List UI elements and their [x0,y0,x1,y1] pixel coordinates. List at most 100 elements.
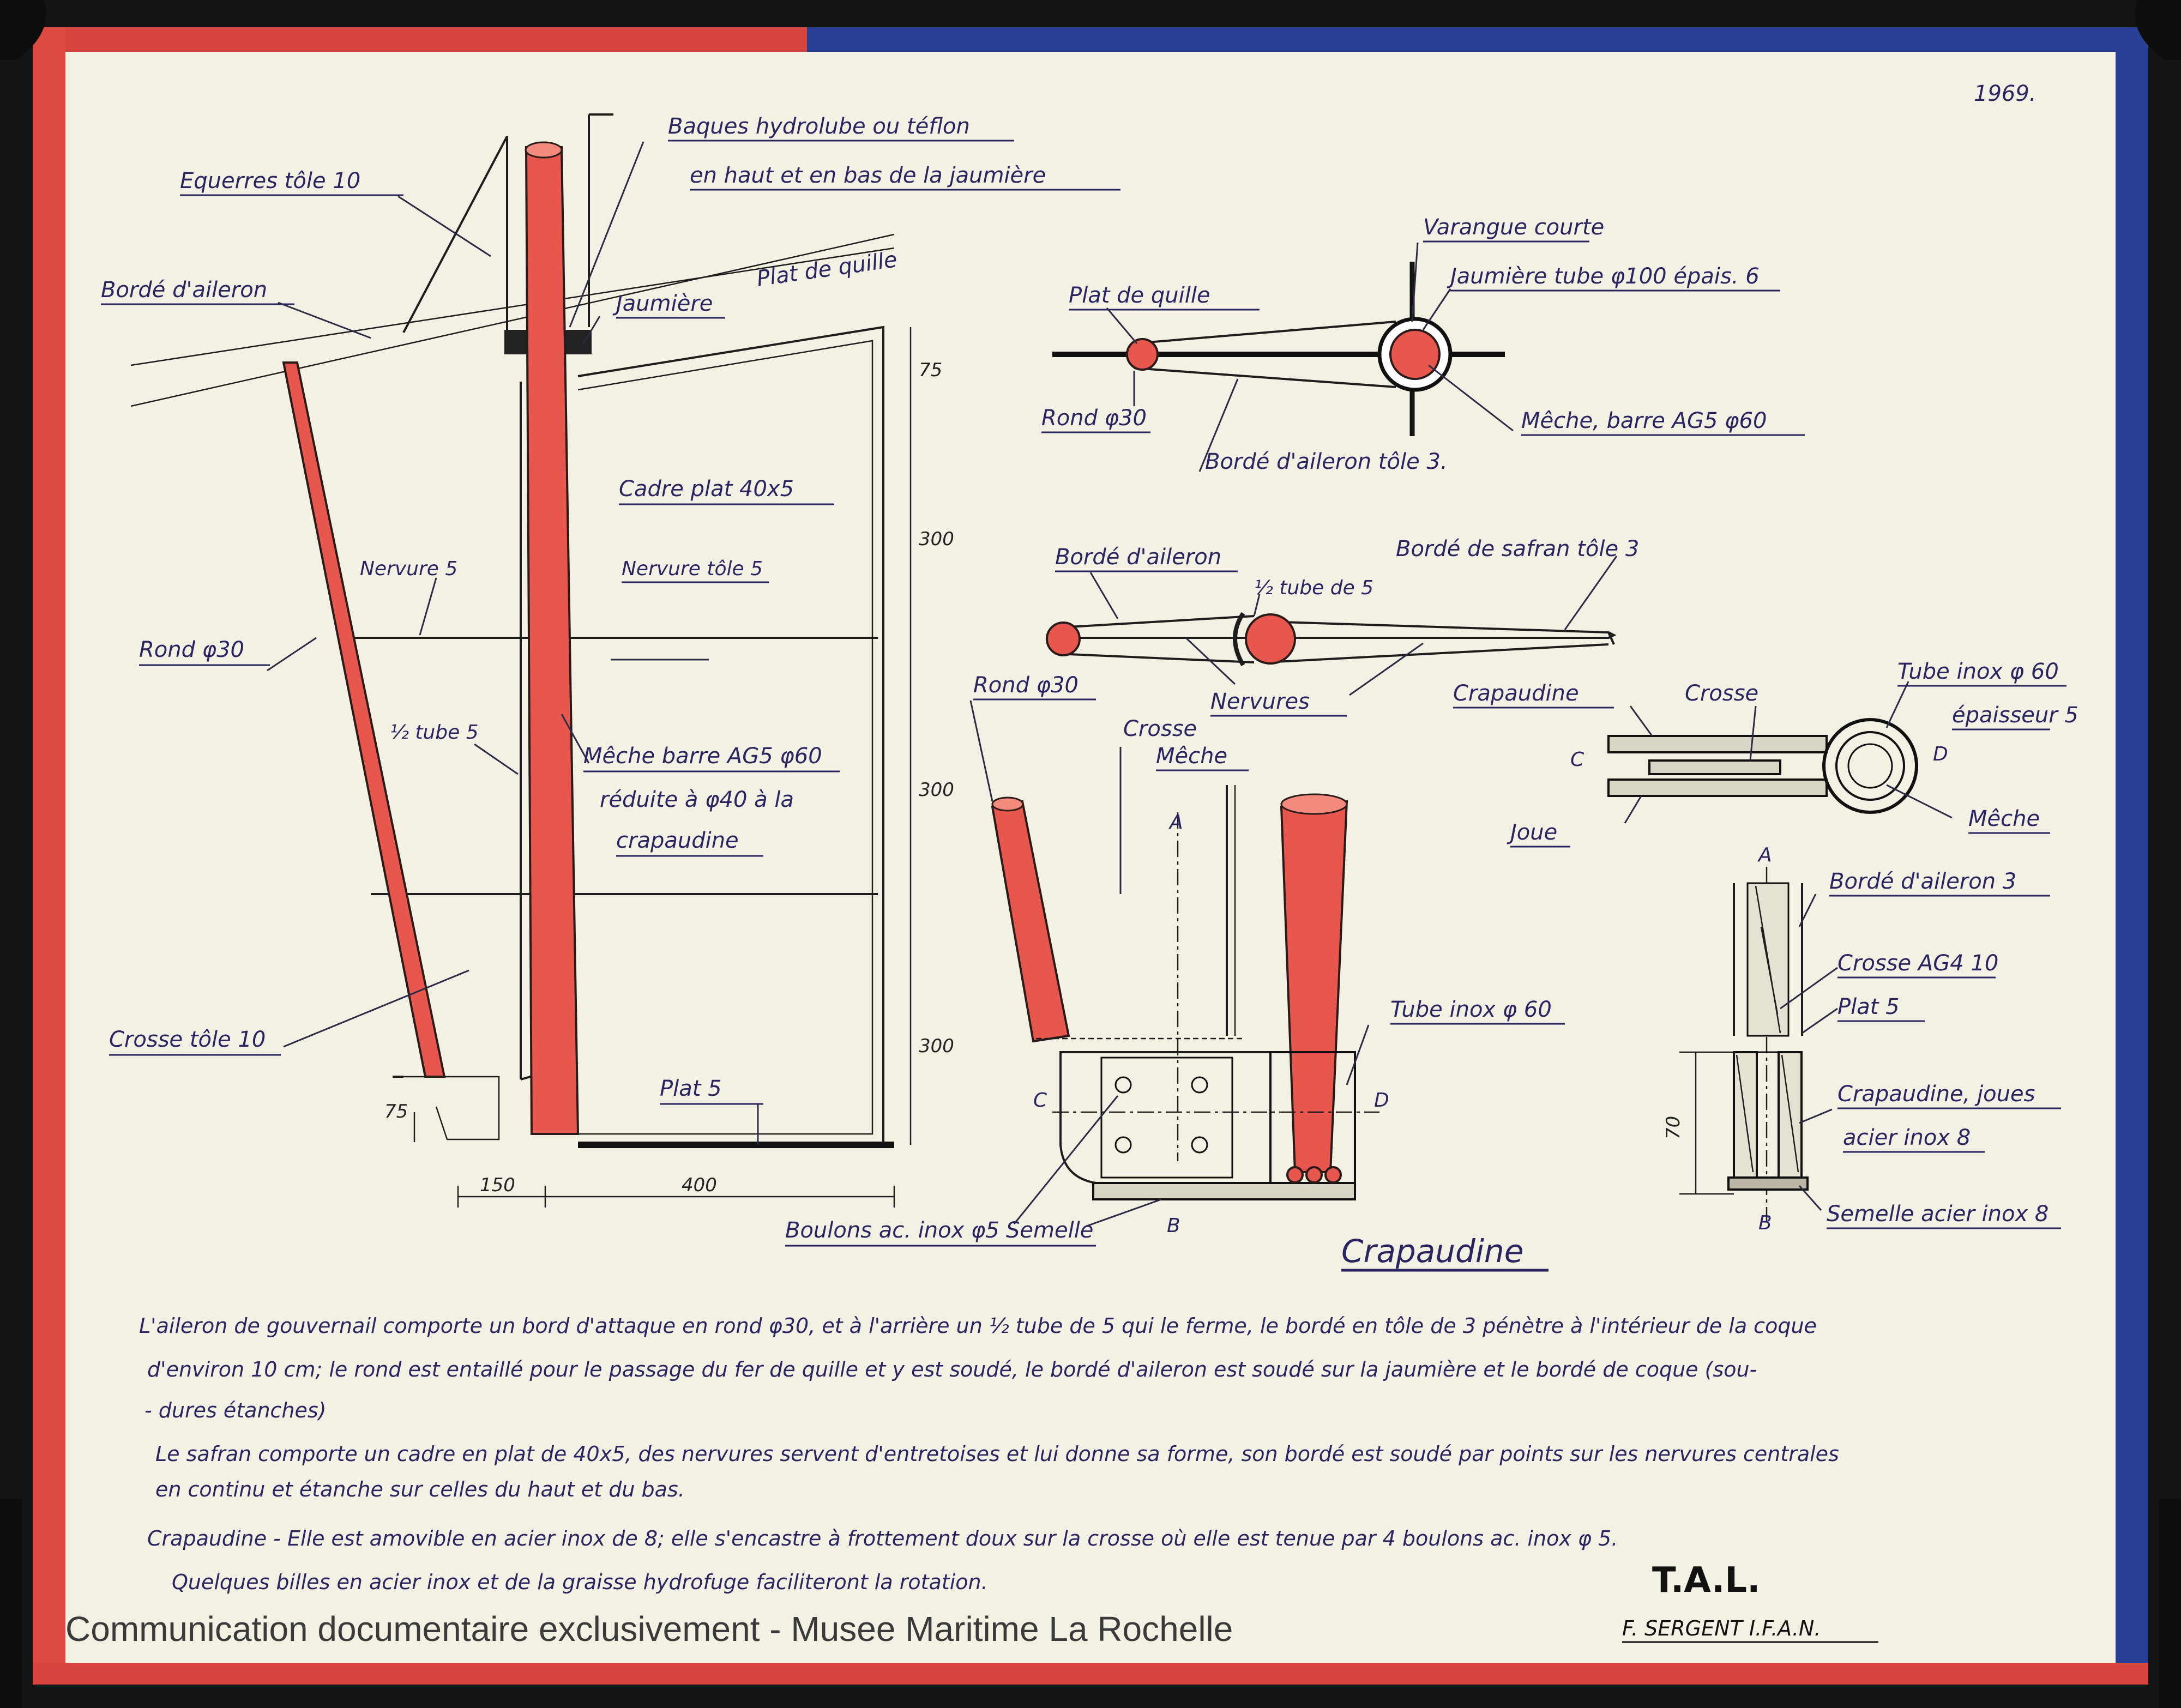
label-meche-crap: Mêche [1156,744,1227,769]
label-jaumiere-tube: Jaumière tube φ100 épais. 6 [1447,264,1760,289]
label-crosse-plan: Crosse [1685,681,1758,706]
bolt-2 [1191,1076,1208,1094]
label-rond-30: Rond φ30 [139,637,244,662]
label-meche-2: réduite à φ40 à la [600,787,794,812]
clip-top-right [2135,0,2181,60]
label-plat-5: Plat 5 [660,1076,722,1101]
letter-c-plan: C [1570,749,1584,771]
meche-section [1389,329,1441,380]
note-p3-l2: Quelques billes en acier inox et de la g… [172,1570,988,1594]
label-borde-aileron: Bordé d'aileron [101,277,267,303]
archive-watermark: Communication documentaire exclusivement… [65,1609,1233,1649]
label-crap-ab-2: acier inox 8 [1843,1125,1971,1150]
note-p3-l1: Crapaudine - Elle est amovible en acier … [147,1526,1618,1550]
label-meche-plan: Mêche [1968,806,2040,831]
letter-b-crap: B [1167,1215,1180,1237]
label-meche-3: crapaudine [616,828,739,853]
hull-line-2 [130,247,895,366]
rond-30-bar [282,361,446,1078]
ball-3 [1324,1166,1342,1184]
crosse-outline [403,1076,500,1140]
label-varangue: Varangue courte [1423,215,1604,240]
label-crapaudine-plan: Crapaudine [1453,681,1579,706]
meche-top [525,141,563,159]
label-bague-1: Baques hydrolube ou téflon [668,114,970,139]
dim-70: 70 [1662,1116,1684,1139]
rudder-elevation: 75 300 300 300 75 150 400 Equerres tôle … [101,113,1120,1208]
tube-inox-plan [1822,718,1918,814]
label-meche-s1: Mêche, barre AG5 φ60 [1521,408,1767,433]
semelle-plate [1092,1182,1356,1200]
dim-400: 400 [682,1174,717,1196]
equerre-left [402,136,508,333]
note-p1-l3: - dures étanches) [144,1398,327,1422]
letter-a-crap: A [1168,811,1183,834]
label-cadre-plat: Cadre plat 40x5 [619,476,794,502]
clip-bottom-left [0,1499,22,1708]
label-jaumiere: Jaumière [612,291,713,316]
label-demi-tube: ½ tube 5 [390,721,479,744]
dim-300-c: 300 [919,1035,954,1057]
meche-section-2 [1245,613,1296,665]
note-p1-l1: L'aileron de gouvernail comporte un bord… [139,1314,1817,1338]
dim-150: 150 [480,1174,515,1196]
label-borde-ab: Bordé d'aileron 3 [1829,869,2016,894]
label-nervure-5: Nervure 5 [360,558,457,580]
dim-300-b: 300 [919,779,954,801]
label-borde-tole3: Bordé d'aileron tôle 3. [1205,449,1448,474]
label-plat-ab: Plat 5 [1837,994,1900,1019]
bolt-1 [1114,1076,1132,1094]
hull-line-1 [130,233,895,407]
dim-300-a: 300 [919,528,954,550]
label-demi-tube-s2: ½ tube de 5 [1254,577,1373,599]
plan-view-cd: Crapaudine Crosse Tube inox φ 60 épaisse… [1453,659,2078,848]
semelle-ab [1727,1176,1809,1191]
red-tape-left [33,27,65,1685]
label-nervures: Nervures [1210,689,1310,714]
drawing-area [65,52,2116,1663]
label-borde-safran: Bordé de safran tôle 3 [1396,536,1639,562]
label-equerre: Equerres tôle 10 [180,168,360,194]
notes-block: L'aileron de gouvernail comporte un bord… [139,1314,1839,1594]
label-crosse-tole: Crosse tôle 10 [109,1027,266,1052]
label-rond-30-s1: Rond φ30 [1041,406,1147,431]
red-tape-bottom [33,1663,2148,1685]
note-p2-l1: Le safran comporte un cadre en plat de 4… [155,1442,1839,1466]
signature-tal: T.A.L. [1652,1560,1760,1601]
year-note: 1969. [1974,81,2037,106]
label-crosse-crap: Crosse [1123,716,1197,741]
safran-frame-inner [577,340,873,1135]
clip-bottom-right [2159,1499,2181,1708]
label-crosse-ab: Crosse AG4 10 [1837,951,1998,976]
label-semelle-ab: Semelle acier inox 8 [1827,1202,2049,1227]
letter-d-plan: D [1933,743,1948,765]
label-tube-inox-plan-2: épaisseur 5 [1952,703,2078,728]
section-aileron-safran: Bordé d'aileron Bordé de safran tôle 3 ½… [1046,536,1639,717]
safran-outline [1069,620,1617,639]
label-nervure-tole: Nervure tôle 5 [622,558,763,580]
label-tube-inox-crap: Tube inox φ 60 [1390,997,1552,1022]
red-tape-top [33,27,807,52]
label-joue: Joue [1507,820,1557,845]
title-crapaudine: Crapaudine [1341,1233,1523,1270]
dim-75-top: 75 [919,359,942,381]
blue-tape-right [2116,27,2148,1685]
ball-1 [1286,1166,1304,1184]
label-boulons: Boulons ac. inox φ5 [785,1218,999,1243]
crapaudine-detail: Rond φ30 Crosse Mêche A C D B Tube inox … [785,673,1565,1272]
label-rond-30-crap: Rond φ30 [973,673,1079,698]
label-plat-quille-s1: Plat de quille [1069,283,1210,308]
section-ab: A B Bordé d'aileron 3 Crosse AG4 10 Plat… [1662,844,2061,1234]
clip-top-left [0,0,46,60]
label-crap-ab-1: Crapaudine, joues [1837,1082,2035,1107]
ball-2 [1305,1166,1323,1184]
rond-section [1126,338,1159,371]
dim-75-bottom: 75 [384,1101,408,1122]
section-jaumiere: Varangue courte Plat de quille Jaumière … [1041,215,1805,474]
blue-tape-top [807,27,2148,52]
letter-c-crap: C [1033,1089,1047,1112]
note-p1-l2: d'environ 10 cm; le rond est entaillé po… [147,1357,1757,1381]
signature-author: F. SERGENT I.F.A.N. [1622,1616,1821,1640]
label-borde-aileron-s2: Bordé d'aileron [1055,545,1221,570]
